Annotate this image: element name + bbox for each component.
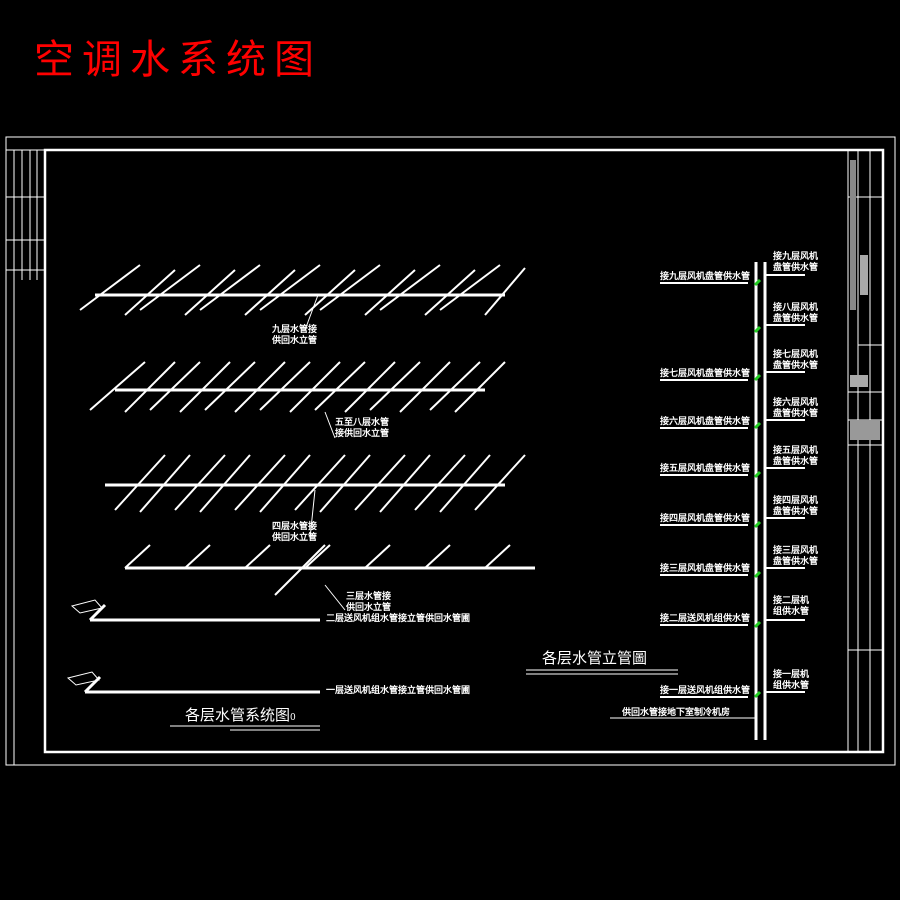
label-line: 接六层风机: [773, 398, 819, 408]
callout-text: 接供回水立管: [335, 429, 390, 439]
callout-floor9: 九层水管接供回水立管: [272, 325, 317, 347]
label-line: 接五层风机: [773, 446, 819, 456]
caption-suffix: 0: [290, 713, 296, 723]
riser-left-label: 接一层送风机组供水管: [660, 686, 751, 696]
riser-right-label: 接二层机组供水管: [773, 596, 809, 618]
label-line: 盘管供水管: [773, 457, 819, 467]
riser-left-label: 接五层风机盘管供水管: [660, 464, 751, 474]
riser-right-label: 接六层风机盘管供水管: [773, 398, 818, 420]
riser-right-label: 接九层风机盘管供水管: [773, 252, 818, 274]
floor2-note: 二层送风机组水管接立管供回水管圃: [326, 614, 471, 624]
floor1-note: 一层送风机组水管接立管供回水管圃: [326, 686, 471, 696]
system-diagram-caption: 各层水管系统图0: [185, 706, 296, 727]
inner-frame: [43, 148, 885, 754]
floor2-1-piping: [66, 599, 320, 694]
riser-right-label: 接八层风机盘管供水管: [773, 303, 818, 325]
callout-text: 供回水立管: [272, 533, 318, 543]
riser-bottom-note: 供回水管接地下室制冷机房: [622, 708, 731, 718]
label-line: 盘管供水管: [773, 557, 819, 567]
label-line: 接九层风机: [773, 252, 819, 262]
riser-left-label: 接九层风机盘管供水管: [660, 272, 751, 282]
label-line: 盘管供水管: [773, 361, 819, 371]
callout-floor5-8: 五至八层水管接供回水立管: [335, 418, 389, 440]
outer-frame: [5, 136, 896, 766]
label-line: 组供水管: [773, 681, 810, 691]
callout-text: 四层水管接: [272, 522, 318, 532]
callout-leaders: [170, 294, 678, 731]
riser-pipes: [610, 262, 767, 740]
callout-text: 九层水管接: [272, 325, 318, 335]
label-line: 接八层风机: [773, 303, 819, 313]
riser-right-label: 接四层风机盘管供水管: [773, 496, 818, 518]
valve-icons: [753, 278, 762, 699]
floor3-piping: [124, 544, 535, 596]
riser-right-label: 接一层机组供水管: [773, 670, 809, 692]
riser-left-label: 接四层风机盘管供水管: [660, 514, 751, 524]
label-line: 盘管供水管: [773, 409, 819, 419]
label-line: 接四层风机: [773, 496, 819, 506]
label-line: 接一层机: [773, 670, 810, 680]
floor9-piping: [79, 264, 526, 316]
right-title-block: [847, 150, 883, 752]
left-title-strip: [6, 149, 45, 765]
drawing-title: 空调水系统图: [34, 37, 322, 83]
callout-floor3: 三层水管接供回水立管: [346, 592, 391, 614]
riser-diagram-caption: 各层水管立管圖: [542, 649, 648, 667]
label-line: 接七层风机: [773, 350, 819, 360]
riser-left-label: 接七层风机盘管供水管: [660, 369, 751, 379]
label-line: 盘管供水管: [773, 507, 819, 517]
riser-branches: [660, 274, 805, 698]
riser-left-label: 接三层风机盘管供水管: [660, 564, 751, 574]
callout-text: 五至八层水管: [335, 418, 390, 428]
riser-right-label: 接五层风机盘管供水管: [773, 446, 818, 468]
riser-left-label: 接六层风机盘管供水管: [660, 417, 751, 427]
riser-left-label: 接二层送风机组供水管: [660, 614, 751, 624]
callout-text: 供回水立管: [272, 336, 318, 346]
riser-right-label: 接三层风机盘管供水管: [773, 546, 818, 568]
label-line: 接二层机: [773, 596, 810, 606]
callout-text: 供回水立管: [346, 603, 392, 613]
callout-floor4: 四层水管接供回水立管: [272, 522, 317, 544]
label-line: 盘管供水管: [773, 314, 819, 324]
caption-text: 各层水管系统图: [185, 706, 291, 724]
label-line: 盘管供水管: [773, 263, 819, 273]
riser-right-label: 接七层风机盘管供水管: [773, 350, 818, 372]
callout-text: 三层水管接: [346, 592, 392, 602]
floor5-8-piping: [89, 361, 506, 413]
label-line: 组供水管: [773, 607, 810, 617]
floor4-piping: [105, 454, 526, 513]
label-line: 接三层风机: [773, 546, 819, 556]
